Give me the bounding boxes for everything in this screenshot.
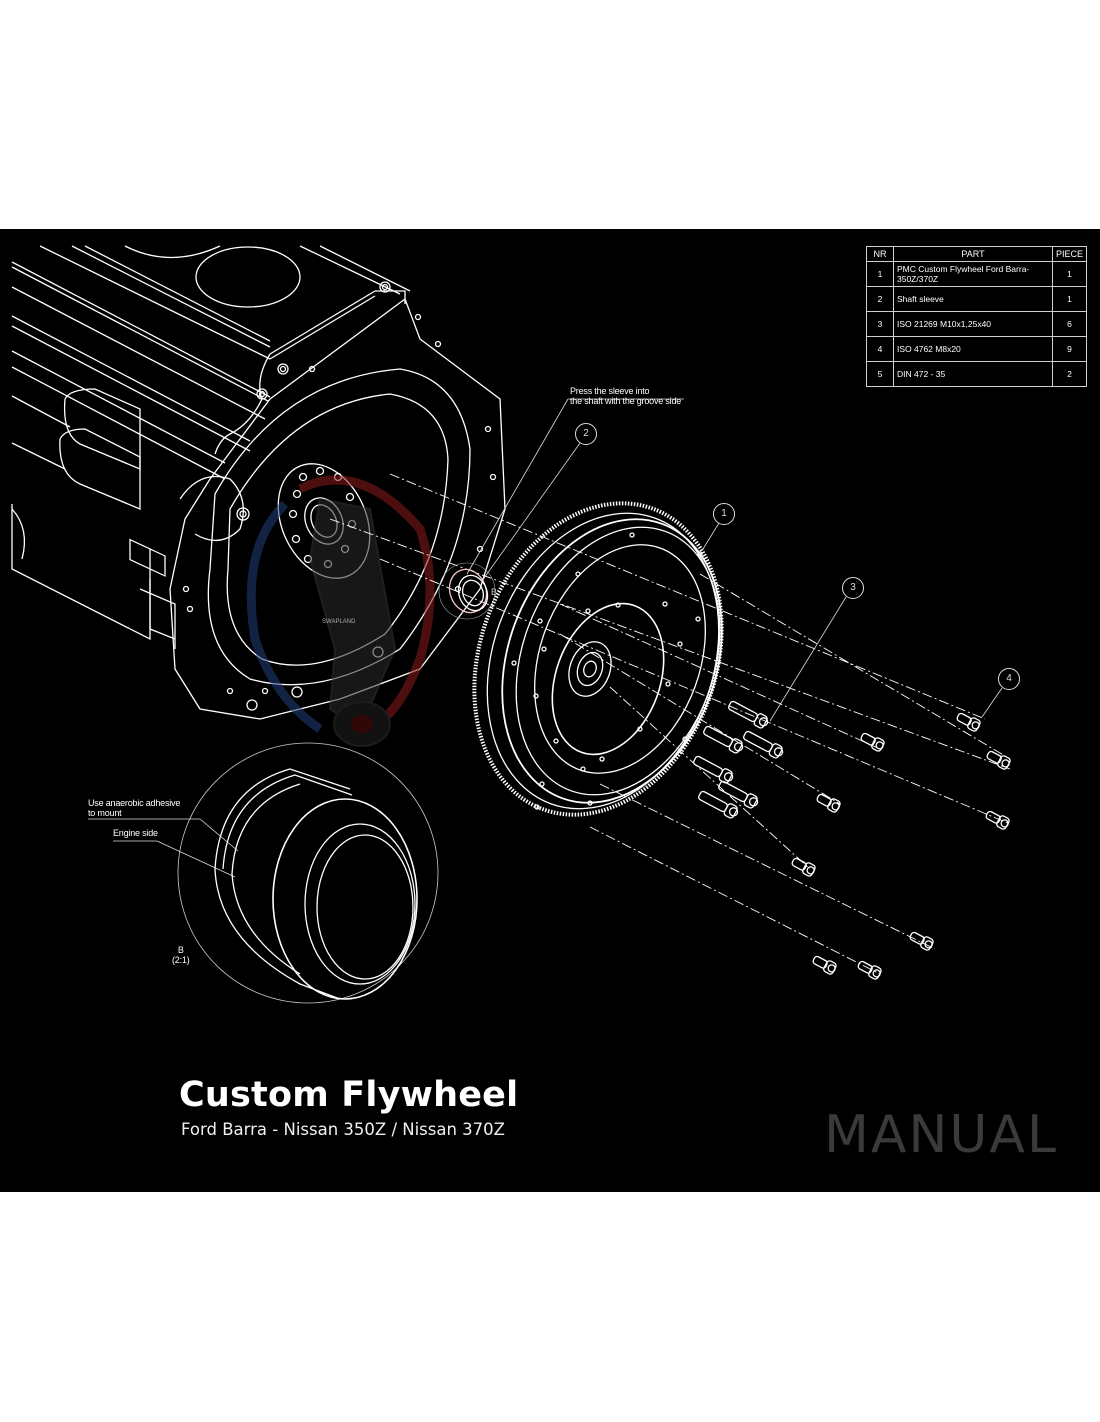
document-subtitle: Ford Barra - Nissan 350Z / Nissan 370Z bbox=[181, 1120, 505, 1139]
row-piece: 1 bbox=[1051, 261, 1088, 287]
exploded-view-drawing: SWAPLAND bbox=[11, 245, 1011, 1004]
balloon-4: 4 bbox=[998, 668, 1020, 690]
sleeve-note-line2: the shaft with the groove side bbox=[570, 396, 682, 406]
balloon-1: 1 bbox=[713, 503, 735, 525]
sleeve-note: Press the sleeve into the shaft with the… bbox=[570, 386, 681, 406]
parts-table: NR PART PIECE 1 PMC Custom Flywheel Ford… bbox=[866, 246, 1088, 387]
parts-table-header: NR PART PIECE bbox=[866, 246, 1088, 262]
manual-badge: MANUAL bbox=[824, 1105, 1058, 1165]
document-title: Custom Flywheel bbox=[179, 1075, 519, 1115]
table-row: 3 ISO 21269 M10x1,25x40 6 bbox=[866, 311, 1088, 337]
row-nr: 3 bbox=[866, 311, 894, 337]
engine-side-note: Engine side bbox=[113, 828, 158, 838]
flywheel bbox=[472, 501, 724, 817]
table-row: 4 ISO 4762 M8x20 9 bbox=[866, 336, 1088, 362]
header-part: PART bbox=[893, 246, 1053, 262]
watermark-text: SWAPLAND bbox=[322, 619, 356, 625]
sleeve-note-line1: Press the sleeve into bbox=[570, 386, 650, 396]
row-piece: 9 bbox=[1051, 336, 1088, 362]
row-piece: 6 bbox=[1051, 311, 1088, 337]
adhesive-note-line1: Use anaerobic adhesive bbox=[88, 798, 181, 808]
row-piece: 1 bbox=[1051, 286, 1088, 312]
adhesive-note: Use anaerobic adhesive to mount bbox=[88, 798, 180, 818]
detail-label: B (2:1) bbox=[172, 945, 190, 965]
detail-b-view bbox=[177, 742, 439, 1004]
row-nr: 1 bbox=[866, 261, 894, 287]
table-row: 1 PMC Custom Flywheel Ford Barra-350Z/37… bbox=[866, 261, 1088, 287]
header-piece: PIECE bbox=[1051, 246, 1088, 262]
balloon-2: 2 bbox=[575, 423, 597, 445]
header-nr: NR bbox=[866, 246, 894, 262]
detail-reference: B bbox=[491, 587, 497, 597]
bolts bbox=[693, 700, 1011, 980]
balloon-3: 3 bbox=[842, 577, 864, 599]
table-row: 2 Shaft sleeve 1 bbox=[866, 286, 1088, 312]
table-row: 5 DIN 472 - 35 2 bbox=[866, 361, 1088, 387]
detail-letter: B bbox=[177, 945, 184, 955]
drawing-panel: SWAPLAND bbox=[0, 229, 1100, 1192]
row-nr: 2 bbox=[866, 286, 894, 312]
leader-lines bbox=[88, 398, 1003, 878]
adhesive-note-line2: to mount bbox=[88, 808, 122, 818]
row-piece: 2 bbox=[1051, 361, 1088, 387]
swapland-watermark bbox=[246, 475, 435, 747]
row-part: ISO 21269 M10x1,25x40 bbox=[893, 311, 1053, 337]
row-part: Shaft sleeve bbox=[893, 286, 1053, 312]
row-nr: 4 bbox=[866, 336, 894, 362]
shaft-sleeve bbox=[438, 562, 496, 620]
row-nr: 5 bbox=[866, 361, 894, 387]
row-part: DIN 472 - 35 bbox=[893, 361, 1053, 387]
row-part: ISO 4762 M8x20 bbox=[893, 336, 1053, 362]
detail-scale: (2:1) bbox=[172, 955, 190, 965]
row-part: PMC Custom Flywheel Ford Barra-350Z/370Z bbox=[893, 261, 1053, 287]
